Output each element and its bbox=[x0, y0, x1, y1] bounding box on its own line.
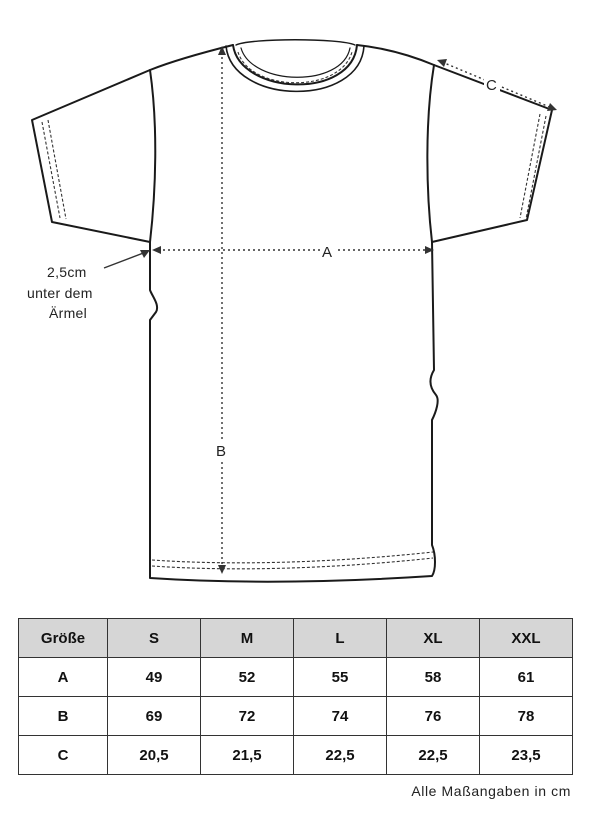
table-cell: 55 bbox=[293, 657, 387, 697]
table-row: A 49 52 55 58 61 bbox=[18, 657, 573, 697]
table-cell: 23,5 bbox=[479, 735, 573, 775]
label-c: C bbox=[486, 77, 497, 94]
header-cell: L bbox=[293, 618, 387, 658]
table-cell: 58 bbox=[386, 657, 480, 697]
label-b: B bbox=[216, 443, 226, 460]
table-row: C 20,5 21,5 22,5 22,5 23,5 bbox=[18, 735, 573, 775]
right-sleeve-seam bbox=[426, 64, 435, 243]
header-cell: Größe bbox=[18, 618, 108, 658]
armpit-note-line1: 2,5cm bbox=[47, 264, 87, 280]
row-label: C bbox=[18, 735, 108, 775]
table-cell: 22,5 bbox=[293, 735, 387, 775]
table-cell: 21,5 bbox=[200, 735, 294, 775]
armpit-note-line2: unter dem bbox=[27, 285, 93, 301]
table-cell: 61 bbox=[479, 657, 573, 697]
table-cell: 78 bbox=[479, 696, 573, 736]
left-sleeve-seam bbox=[149, 69, 157, 243]
table-row: B 69 72 74 76 78 bbox=[18, 696, 573, 736]
header-cell: S bbox=[107, 618, 201, 658]
table-cell: 69 bbox=[107, 696, 201, 736]
header-cell: XXL bbox=[479, 618, 573, 658]
header-cell: M bbox=[200, 618, 294, 658]
row-label: B bbox=[18, 696, 108, 736]
table-cell: 76 bbox=[386, 696, 480, 736]
tshirt-diagram: A B C 2,5cm unter dem Ärmel bbox=[27, 39, 557, 583]
neckline bbox=[232, 44, 358, 86]
armpit-note-line3: Ärmel bbox=[49, 305, 87, 321]
table-cell: 52 bbox=[200, 657, 294, 697]
table-cell: 72 bbox=[200, 696, 294, 736]
table-cell: 74 bbox=[293, 696, 387, 736]
armpit-pointer-line bbox=[103, 251, 147, 269]
units-footnote: Alle Maßangaben in cm bbox=[411, 783, 571, 799]
row-label: A bbox=[18, 657, 108, 697]
header-cell: XL bbox=[386, 618, 480, 658]
shirt-outline bbox=[31, 44, 553, 583]
table-header-row: Größe S M L XL XXL bbox=[18, 618, 573, 658]
label-a: A bbox=[322, 244, 332, 261]
table-cell: 20,5 bbox=[107, 735, 201, 775]
table-cell: 22,5 bbox=[386, 735, 480, 775]
table-cell: 49 bbox=[107, 657, 201, 697]
size-table: Größe S M L XL XXL A 49 52 55 58 61 B 69… bbox=[18, 618, 573, 775]
